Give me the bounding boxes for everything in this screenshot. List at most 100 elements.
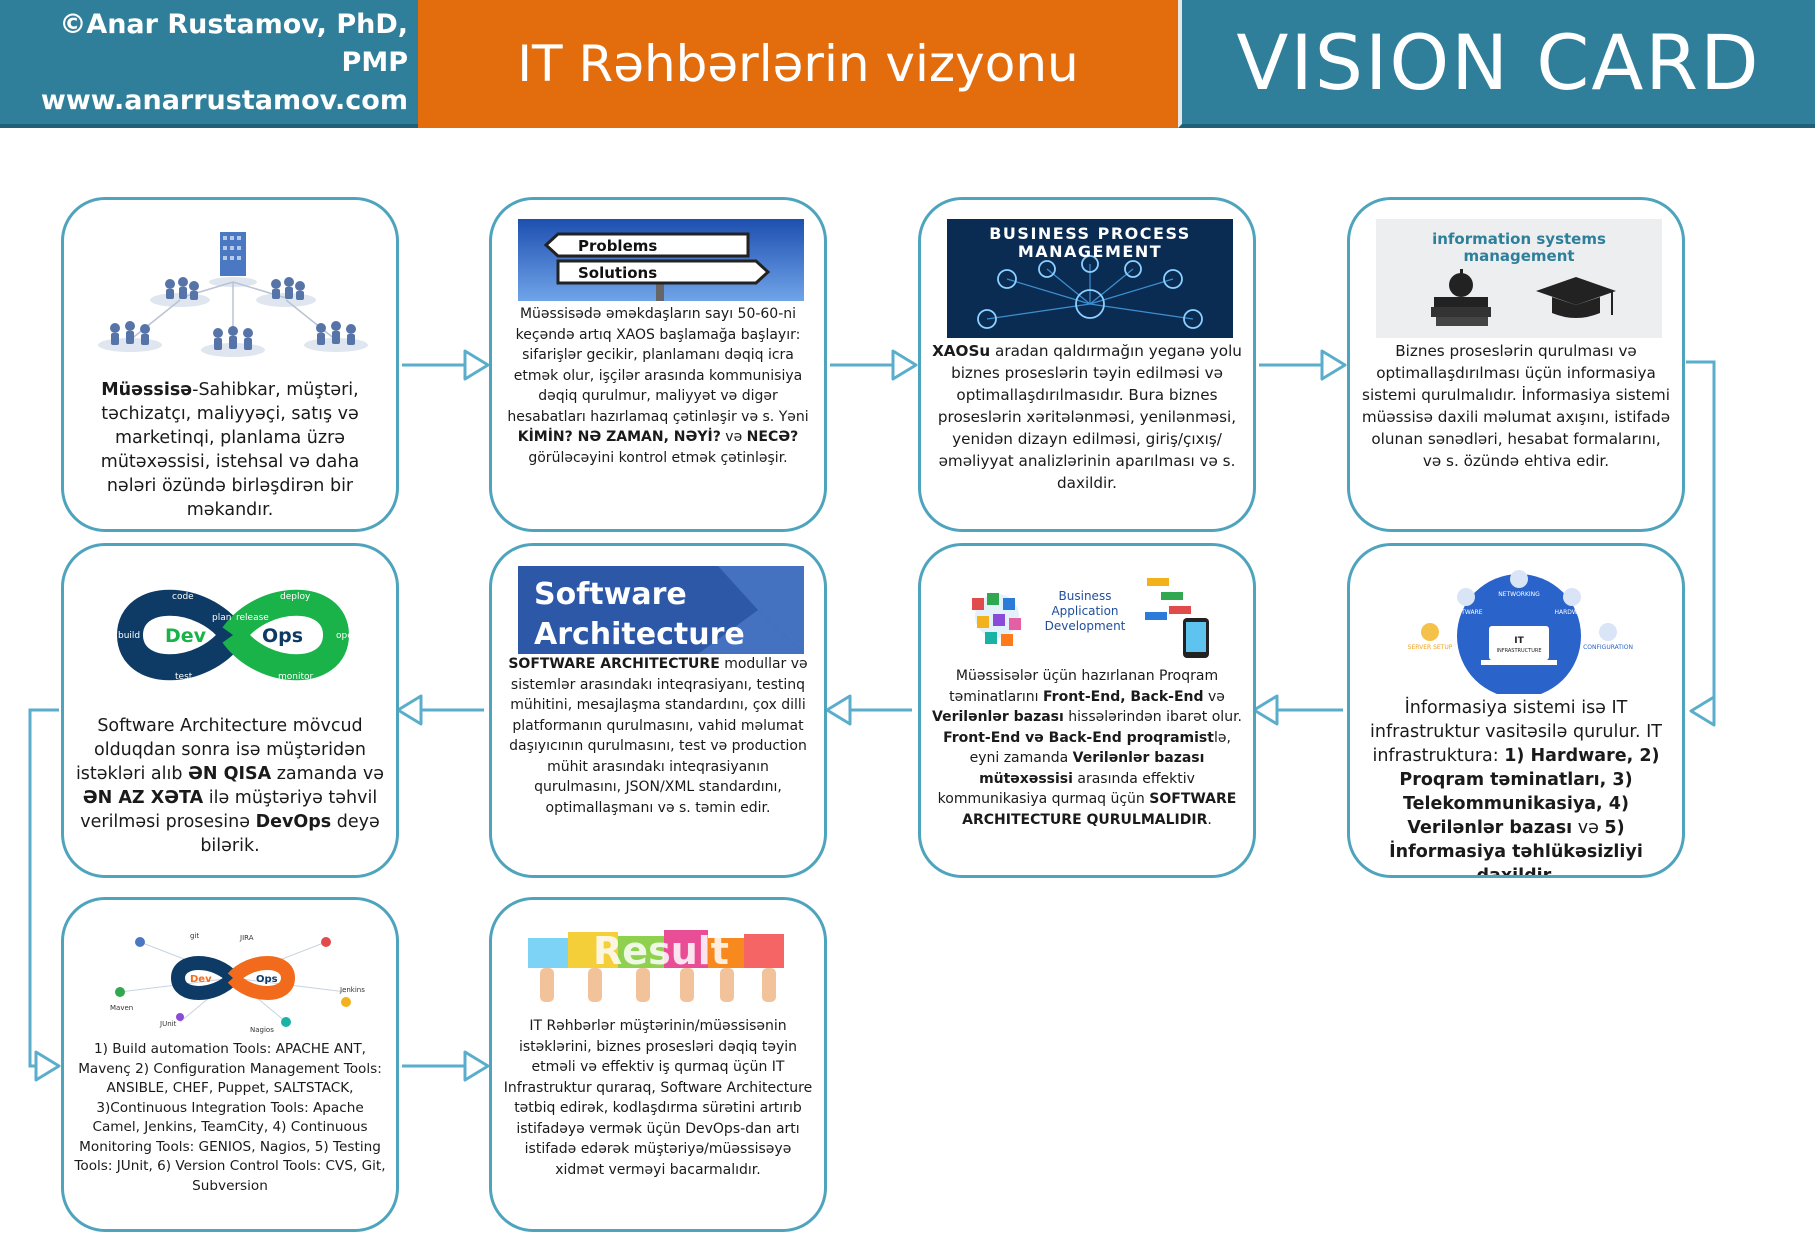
card-text-run: İnformasiya sistemi isə IT infrastruktur… (1369, 698, 1662, 766)
card-text-bold-run: 5) İnformasiya təhlükəsizliyi daxildir. (1389, 818, 1643, 878)
card-text-run: görüləcəyini kontrol etmək çətinləşir. (528, 449, 788, 466)
arrowhead-8-9 (34, 1050, 61, 1082)
arrowhead-1-2 (463, 349, 490, 381)
junit-label: JUnit (159, 1020, 177, 1028)
ops-label: Ops (262, 625, 303, 647)
card-problems: Problems Solutions Müəssisədə əməkdaşlar… (489, 197, 827, 532)
problems-solutions-sign: Problems Solutions (518, 219, 804, 301)
card-text-run: və (1203, 688, 1225, 705)
card-text-bold-run: SOFTWARE ARCHITECTURE QURULMALIDIR (962, 791, 1237, 828)
arrowhead-6-7 (825, 694, 852, 726)
arrowhead-4-5 (1689, 695, 1716, 727)
card-text: Müəssisə-Sahibkar, müştəri, təchizatçı, … (74, 378, 386, 522)
development-label: Development (1045, 619, 1126, 633)
card-text-run: ilə müştəriyə təhvil verilməsi prosesinə (80, 788, 378, 832)
card-text: Biznes proseslərin qurulması və optimall… (1360, 340, 1672, 472)
arrowhead-9-10 (463, 1050, 490, 1082)
hardware-label: HARDWARE (1554, 609, 1589, 616)
card-text-run: deyə bilərik. (200, 812, 380, 856)
graduation-cap-icon (1536, 277, 1616, 318)
tools-dev-label: Dev (190, 974, 212, 985)
card-text-bold-run: Front-End, Back-End (1043, 688, 1204, 705)
application-label: Application (1051, 604, 1118, 618)
author-email: me@anarrustamov.com (50, 123, 408, 154)
card-text-bold-run: ƏN QISA (188, 764, 272, 784)
solutions-label: Solutions (578, 264, 657, 282)
connector-4-5 (1686, 360, 1716, 714)
plan-label: plan (212, 613, 231, 623)
tools-ops-label: Ops (256, 974, 278, 985)
deploy-label: deploy (280, 592, 311, 602)
card-text-run: Biznes proseslərin qurulması və optimall… (1361, 342, 1671, 470)
ism-image: information systems management (1376, 219, 1662, 338)
operate-label: operate (336, 631, 372, 641)
card-text-run: 1) Build automation Tools: APACHE ANT, M… (74, 1041, 386, 1194)
result-hands-image: Result (528, 929, 784, 1002)
ism-title-line2: management (1463, 247, 1574, 265)
card-result: Result IT Rəhbərlər müştərinin/müəssisən… (489, 897, 827, 1232)
card-text-bold-run: Müəssisə (101, 380, 193, 400)
arrowhead-2-3 (891, 349, 918, 381)
result-word: Result (593, 929, 729, 973)
card-text-run: aradan qaldırmağın yeganə yolu biznes pr… (937, 342, 1242, 492)
bpm-title-line2: MANAGEMENT (1018, 242, 1162, 261)
card-text-run: -Sahibkar, müştəri, təchizatçı, maliyyəç… (100, 380, 360, 520)
card-text-run: IT Rəhbərlər müştərinin/müəssisənin istə… (503, 1018, 813, 1178)
ism-title-line1: information systems (1432, 230, 1606, 248)
infrastructure-label: INFRASTRUCTURE (1497, 648, 1542, 654)
software-word: Software (534, 577, 687, 612)
card-text-bold-run: NECƏ? (746, 429, 799, 445)
software-architecture-banner: Software Architecture (518, 566, 804, 654)
card-text: SOFTWARE ARCHITECTURE modullar və sistem… (502, 654, 814, 818)
git-label: git (190, 932, 199, 940)
app-icons-cluster (972, 593, 1021, 646)
books-apple-icon (1431, 269, 1491, 326)
card-text-bold-run: KİMİN? NƏ ZAMAN, NƏYİ? (517, 429, 721, 445)
author-name: ©Anar Rustamov, PhD, PMP (59, 9, 408, 78)
card-devops-tools: Dev Ops git JIRA Maven Jenkins JUnit Nag… (61, 897, 399, 1232)
card-text-run: zamanda və (271, 764, 385, 784)
release-label: release (236, 613, 269, 623)
card-text: 1) Build automation Tools: APACHE ANT, M… (74, 1040, 386, 1196)
software-label: SOFTWARE (1449, 609, 1482, 616)
dev-label: Dev (165, 625, 207, 647)
it-label: IT (1514, 636, 1524, 646)
card-text: XAOSu aradan qaldırmağın yeganə yolu biz… (931, 340, 1243, 494)
nagios-label: Nagios (250, 1026, 274, 1034)
card-text: IT Rəhbərlər müştərinin/müəssisənin istə… (502, 1016, 814, 1180)
networking-label: NETWORKING (1498, 591, 1540, 598)
configuration-label: CONFIGURATION (1583, 644, 1633, 651)
card-text-run: Müəssisədə əməkdaşların sayı 50-60-ni ke… (507, 306, 809, 425)
jenkins-label: Jenkins (339, 986, 365, 994)
card-text-run: lə, eyni zamanda (969, 729, 1231, 767)
card-software-architecture: Software Architecture SOFTWARE ARCHITECT… (489, 543, 827, 878)
card-text-run: və (1572, 818, 1605, 838)
arrowhead-3-4 (1320, 349, 1347, 381)
card-bpm: BUSINESS PROCESS MANAGEMENT XAOSu aradan… (918, 197, 1256, 532)
page-title: IT Rəhbərlərin vizyonu (418, 0, 1178, 128)
arrowhead-7-8 (396, 694, 423, 726)
card-text: İnformasiya sistemi isə IT infrastruktur… (1360, 696, 1672, 878)
code-label: code (172, 592, 194, 602)
organization-network-icon (98, 232, 368, 357)
test-label: test (175, 672, 193, 682)
card-text: Software Architecture mövcud olduqdan so… (74, 714, 386, 858)
phone-flow-icon (1145, 578, 1209, 658)
problems-label: Problems (578, 237, 657, 255)
card-devops: Dev Ops code plan build test release dep… (61, 543, 399, 878)
devops-tools-diagram: Dev Ops git JIRA Maven Jenkins JUnit Nag… (110, 932, 365, 1034)
it-infrastructure-diagram: IT INFRASTRUCTURE SOFTWARE NETWORKING HA… (1408, 570, 1633, 694)
vision-card-badge: VISION CARD (1178, 0, 1815, 128)
arrowhead-5-6 (1252, 694, 1279, 726)
card-application-development: Business Application Development Müəssis… (918, 543, 1256, 878)
card-information-systems: information systems management Biznes pr… (1347, 197, 1685, 532)
bpm-network-image: BUSINESS PROCESS MANAGEMENT (947, 219, 1233, 338)
card-text-bold-run: Front-End və Back-End proqramist (943, 729, 1214, 746)
card-text-run: hissələrindən ibarət olur. (1063, 709, 1242, 725)
card-text-bold-run: SOFTWARE ARCHITECTURE (508, 656, 720, 672)
card-text-run: Müəssisələr üçün hazırlanan Proqram təmi… (949, 668, 1219, 705)
author-panel: ©Anar Rustamov, PhD, PMP www.anarrustamo… (0, 0, 418, 154)
monitor-label: monitor (278, 672, 314, 682)
jira-label: JIRA (239, 934, 254, 942)
